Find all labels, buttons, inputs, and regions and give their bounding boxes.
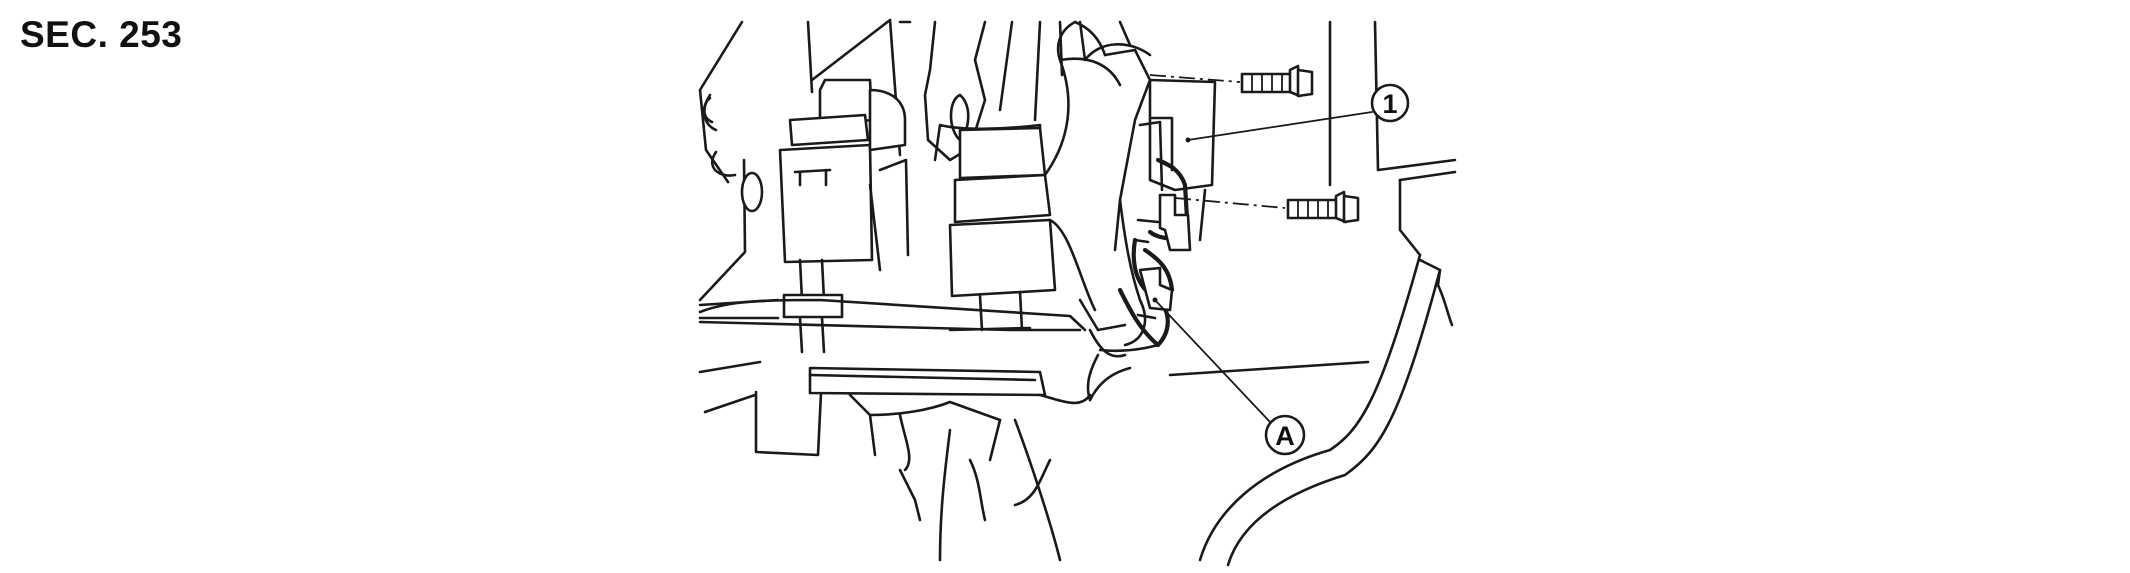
control-unit bbox=[1098, 78, 1217, 353]
right-relay bbox=[933, 123, 1057, 332]
callout-1-label: 1 bbox=[1382, 89, 1397, 119]
callout-connector-a: A bbox=[1152, 297, 1306, 456]
upper-bolt bbox=[1149, 64, 1314, 98]
lower-mounting-plate bbox=[698, 298, 1092, 562]
wire-harness bbox=[1043, 20, 1152, 402]
left-relay bbox=[778, 78, 910, 354]
callout-1-circle bbox=[1370, 83, 1410, 123]
upper-brackets bbox=[806, 18, 1152, 162]
callout-part-1: 1 bbox=[1185, 83, 1410, 143]
lower-bolt bbox=[1174, 190, 1360, 224]
callout-a-label: A bbox=[1275, 421, 1295, 451]
section-label: SEC. 253 bbox=[20, 14, 183, 55]
callout-a-circle bbox=[1264, 414, 1306, 456]
left-body-structure bbox=[698, 20, 824, 457]
